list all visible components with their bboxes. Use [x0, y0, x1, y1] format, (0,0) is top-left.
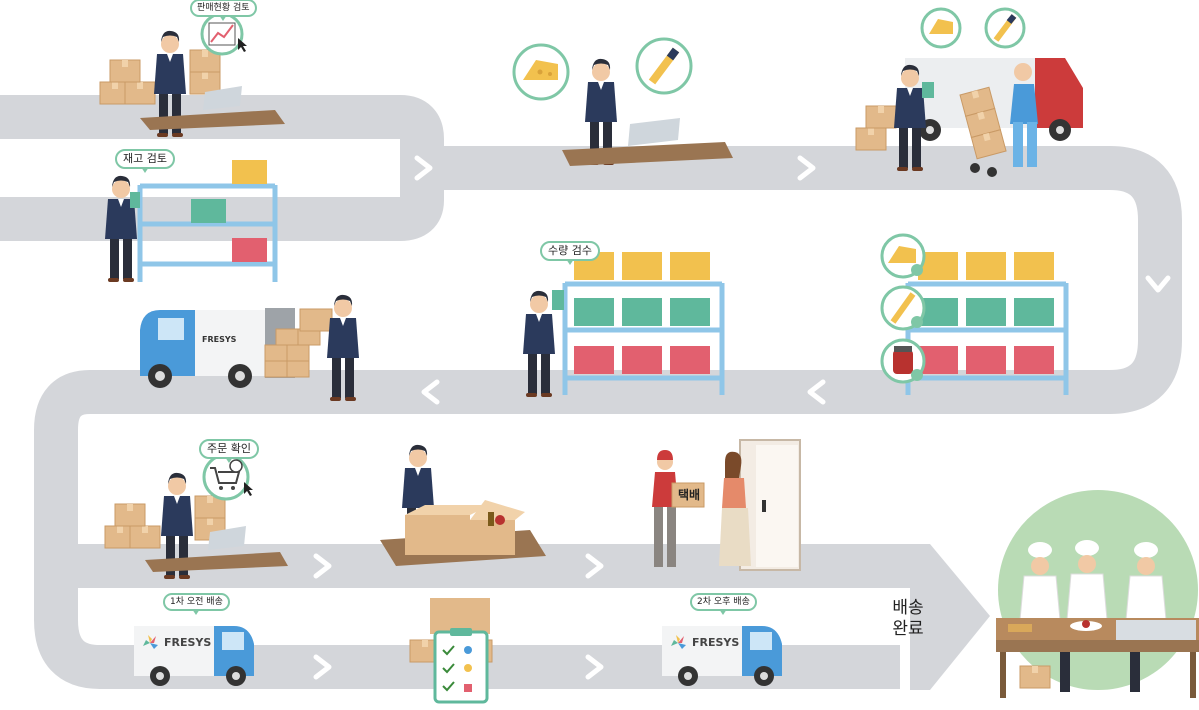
arrow-icon [313, 553, 332, 579]
arrow-icon [585, 654, 604, 680]
inventory-review-label: 재고 검토 [123, 152, 167, 165]
scene-supplier-delivery [855, 7, 1083, 177]
scene-checklist [409, 598, 493, 704]
pen-icon [635, 37, 693, 95]
pen-icon [880, 285, 926, 331]
pen-icon [984, 7, 1026, 49]
order-confirm-label: 주문 확인 [207, 442, 251, 455]
arrow-icon [807, 379, 826, 405]
scene-purchase-order [512, 37, 733, 166]
second-delivery-bubble: 2차 오후 배송 [690, 593, 757, 615]
arrow-icon [797, 155, 816, 181]
truck-brand-text: FRESYS [692, 636, 739, 649]
arrow-icon [421, 379, 440, 405]
scene-warehouse-stock [880, 233, 1069, 395]
scene-sales-review [99, 12, 285, 137]
cheese-icon [880, 233, 926, 279]
delivery-complete-label: 배송 완료 [880, 598, 936, 640]
second-delivery-label: 2차 오후 배송 [697, 597, 750, 607]
parcel-label: 택배 [677, 488, 701, 502]
chart-icon [200, 12, 247, 56]
cheese-icon [512, 43, 570, 101]
cheese-icon [920, 7, 962, 49]
truck-brand-text: FRESYS [202, 335, 237, 344]
delivery-complete-line1: 배송 [892, 598, 924, 618]
quantity-check-label: 수량 검수 [548, 244, 592, 257]
scene-first-delivery-truck: FRESYS [134, 626, 254, 686]
scene-truck-loading: FRESYS [140, 294, 359, 401]
first-delivery-bubble: 1차 오전 배송 [163, 593, 230, 615]
checklist-icon [433, 628, 489, 704]
scene-restaurant-kitchen [996, 490, 1199, 698]
delivery-complete-line2: 완료 [892, 619, 924, 639]
jam-icon [880, 338, 926, 384]
quantity-check-bubble: 수량 검수 [540, 241, 600, 265]
road [0, 95, 1182, 689]
scene-quantity-check [523, 252, 725, 397]
arrow-icon [414, 155, 433, 181]
scene-inventory-review [105, 160, 278, 282]
arrow-icon [313, 654, 332, 680]
road-end-arrow [910, 544, 990, 690]
scene-order-confirm [104, 453, 288, 579]
scene-parcel-handover [652, 439, 801, 571]
inventory-review-bubble: 재고 검토 [115, 149, 175, 173]
arrow-icon [585, 553, 604, 579]
road-arrows [313, 155, 1171, 680]
first-delivery-label: 1차 오전 배송 [170, 597, 223, 607]
sales-review-label: 판매현황 검토 [197, 3, 250, 13]
sales-review-bubble: 판매현황 검토 [190, 0, 257, 21]
cart-icon [202, 453, 253, 501]
order-confirm-bubble: 주문 확인 [199, 439, 259, 463]
scene-packing [380, 444, 546, 566]
arrow-icon [1145, 275, 1171, 293]
truck-brand-text: FRESYS [164, 636, 211, 649]
scene-second-delivery-truck: FRESYS [662, 626, 782, 686]
